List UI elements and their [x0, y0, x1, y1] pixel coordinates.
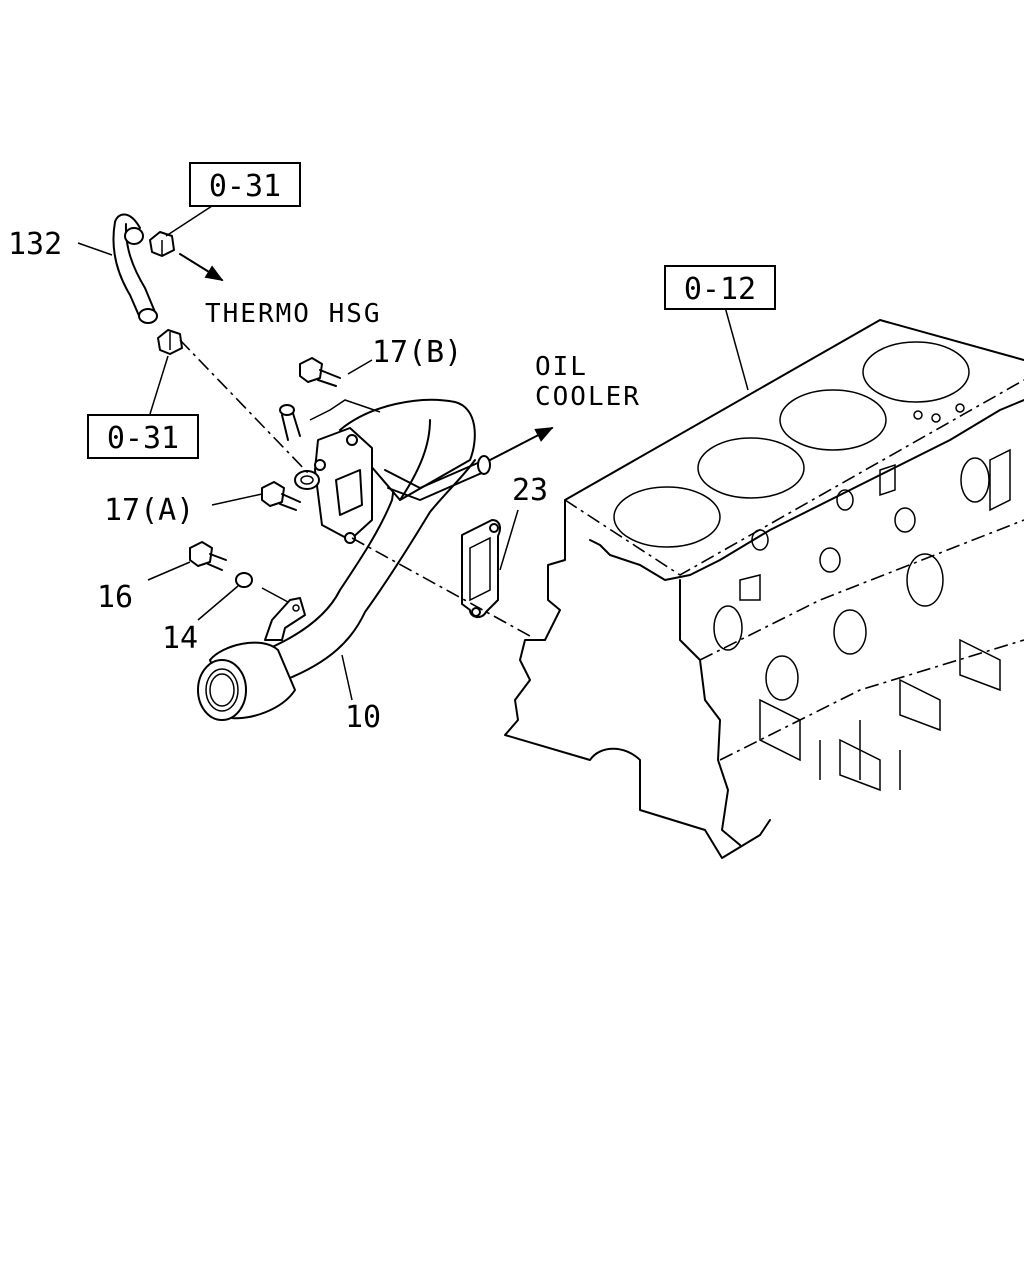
cylinder-bore-3 — [779, 389, 887, 451]
pipe-bracket — [264, 597, 306, 641]
ref-box-031-top — [189, 162, 301, 207]
bolt-16 — [189, 541, 227, 571]
label-oil: OIL — [535, 352, 588, 382]
hose-132 — [112, 213, 158, 324]
ref-031-top-label: 0-31 — [209, 169, 281, 204]
engine-block — [504, 319, 1024, 859]
ref-031-left-label: 0-31 — [107, 421, 179, 456]
cylinder-bore-2 — [697, 437, 805, 499]
ref-012-label: 0-12 — [684, 272, 756, 307]
gasket-23 — [461, 519, 501, 618]
cylinder-bore-1 — [613, 486, 721, 548]
label-part-14: 14 — [162, 621, 198, 656]
arrow-to-oil-cooler — [489, 427, 554, 461]
label-cooler: COOLER — [535, 382, 641, 412]
hose-clamp-bottom — [157, 329, 183, 355]
ref-box-012 — [664, 265, 776, 310]
ref-box-031-left — [87, 414, 199, 459]
label-part-17a: 17(A) — [104, 493, 194, 528]
arrow-to-thermo-hsg — [179, 253, 224, 281]
hose-clamp-top — [149, 231, 175, 257]
bolt-17a — [261, 481, 301, 511]
label-part-17b: 17(B) — [372, 335, 462, 370]
label-part-16: 16 — [97, 580, 133, 615]
bolt-17b — [299, 357, 341, 387]
label-thermo-hsg: THERMO HSG — [205, 299, 382, 329]
washer-14 — [235, 572, 253, 588]
water-pipe-assembly — [197, 398, 491, 721]
label-part-10: 10 — [345, 700, 381, 735]
label-part-132: 132 — [8, 227, 62, 262]
cylinder-bore-4 — [862, 341, 970, 403]
label-part-23: 23 — [512, 473, 548, 508]
